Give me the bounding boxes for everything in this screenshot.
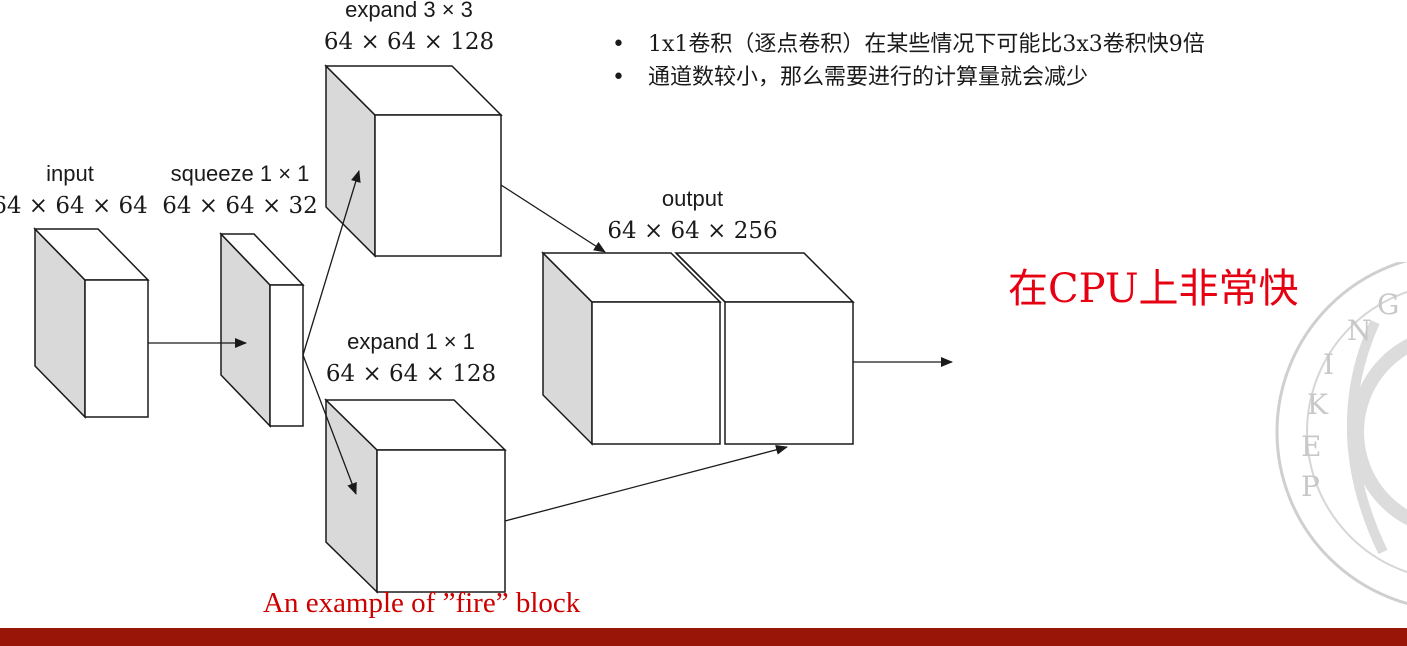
footer-bar bbox=[0, 628, 1407, 646]
bullet-item: • 1x1卷积（逐点卷积）在某些情况下可能比3x3卷积快9倍 bbox=[608, 28, 1205, 61]
output-label: output 64 × 64 × 256 bbox=[600, 183, 785, 247]
output-dims: 64 × 64 × 256 bbox=[607, 218, 778, 244]
arrow-expand3-to-output bbox=[500, 184, 606, 253]
expand3-dims: 64 × 64 × 128 bbox=[323, 29, 495, 55]
output-cube-seam bbox=[675, 252, 726, 303]
expand1-dims: 64 × 64 × 128 bbox=[325, 361, 497, 387]
bullet-dot: • bbox=[612, 32, 625, 57]
squeeze-label: squeeze 1 × 1 64 × 64 × 32 bbox=[160, 158, 320, 222]
bullet-dot: • bbox=[612, 65, 625, 90]
seal-letter: I bbox=[1323, 348, 1334, 381]
seal-letter: E bbox=[1301, 430, 1321, 463]
expand3-cube-front bbox=[374, 114, 502, 257]
squeeze-name: squeeze 1 × 1 bbox=[170, 161, 310, 186]
expand1-label: expand 1 × 1 64 × 64 × 128 bbox=[320, 326, 502, 390]
bullet-text: 通道数较小，那么需要进行的计算量就会减少 bbox=[648, 65, 1089, 90]
output-cube bbox=[541, 251, 855, 446]
output-cube-front-left bbox=[591, 301, 721, 445]
output-cube-front-right bbox=[724, 301, 854, 445]
bullet-item: • 通道数较小，那么需要进行的计算量就会减少 bbox=[608, 61, 1205, 94]
expand3-label: expand 3 × 3 64 × 64 × 128 bbox=[318, 0, 500, 58]
input-cube bbox=[33, 227, 150, 419]
expand1-cube-front bbox=[376, 449, 506, 593]
seal-letter: N bbox=[1347, 314, 1372, 347]
cpu-fast-note: 在CPU上非常快 bbox=[1008, 266, 1299, 312]
expand1-cube bbox=[324, 398, 507, 594]
seal-letter: K bbox=[1307, 388, 1329, 421]
seal-letter: P bbox=[1301, 470, 1320, 503]
university-seal-watermark: P E K I N G bbox=[1275, 262, 1407, 605]
arrow-squeeze-to-expand1 bbox=[302, 354, 357, 495]
expand3-cube bbox=[324, 64, 503, 258]
squeeze-dims: 64 × 64 × 32 bbox=[162, 193, 318, 219]
squeeze-cube bbox=[219, 232, 305, 428]
bullet-text: 1x1卷积（逐点卷积）在某些情况下可能比3x3卷积快9倍 bbox=[648, 32, 1205, 57]
expand3-name: expand 3 × 3 bbox=[345, 0, 473, 22]
arrow-squeeze-to-expand3 bbox=[302, 170, 361, 356]
input-dims: 64 × 64 × 64 bbox=[0, 193, 148, 219]
input-name: input bbox=[46, 161, 94, 186]
output-name: output bbox=[661, 186, 724, 211]
arrow-expand1-to-output bbox=[504, 444, 788, 522]
seal-letter: G bbox=[1377, 288, 1399, 321]
expand1-name: expand 1 × 1 bbox=[347, 329, 475, 354]
input-label: input 64 × 64 × 64 bbox=[0, 158, 152, 222]
bullet-list: • 1x1卷积（逐点卷积）在某些情况下可能比3x3卷积快9倍 • 通道数较小，那… bbox=[608, 28, 1205, 94]
squeeze-cube-front bbox=[269, 284, 304, 427]
input-cube-front bbox=[84, 279, 149, 418]
diagram-caption: An example of ”fire” block bbox=[263, 587, 581, 619]
